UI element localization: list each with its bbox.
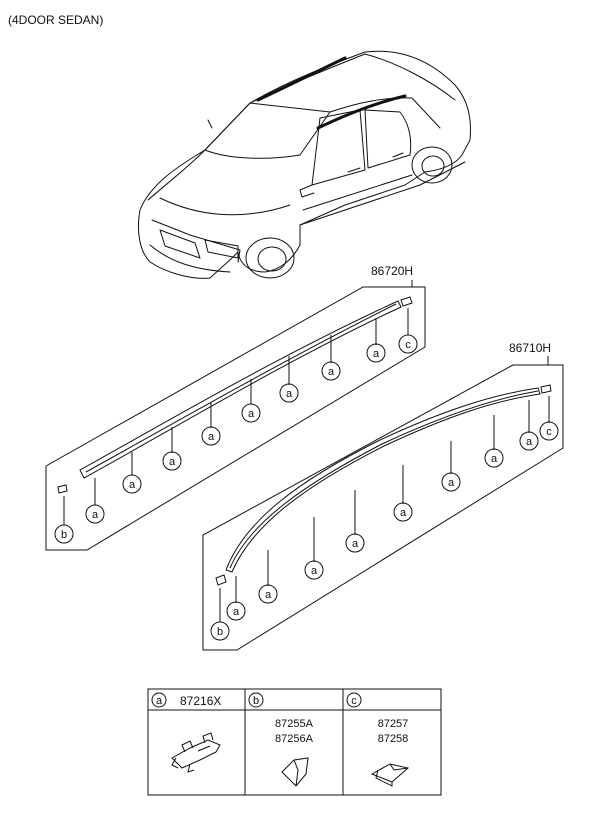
legend-code-c1: 87257 <box>378 718 409 730</box>
callout-a-label: a <box>208 431 215 443</box>
legend-letter-b: b <box>253 695 259 707</box>
upper-callouts: a a a a a a a a c b <box>54 334 418 544</box>
callout-a-label: a <box>233 606 240 618</box>
callout-a-label: a <box>129 479 136 491</box>
callout-a <box>304 560 324 580</box>
legend-cell-b: b 87255A 87256A <box>248 692 314 787</box>
lower-molding-panel: 86710H a a a a <box>202 341 564 651</box>
callout-c-label: c <box>405 339 411 351</box>
upper-panel-outline <box>45 286 426 551</box>
end-cap-lower-b <box>215 574 227 586</box>
callout-a-label: a <box>373 348 380 360</box>
legend-code-b2: 87256A <box>275 733 314 745</box>
callout-a <box>241 403 261 423</box>
callout-a <box>441 472 461 492</box>
legend-letter-a: a <box>156 695 163 707</box>
callout-a-label: a <box>92 509 99 521</box>
legend-code-a: 87216X <box>180 694 221 708</box>
legend-cell-c: c 87257 87258 <box>346 692 410 787</box>
callout-a <box>519 431 539 451</box>
callout-a <box>484 448 504 468</box>
end-cap-upper-c <box>400 296 413 307</box>
legend-border <box>147 688 442 796</box>
legend-code-c2: 87258 <box>378 733 409 745</box>
page-title: (4DOOR SEDAN) <box>8 13 103 27</box>
end-cap-upper-b <box>57 484 68 494</box>
callout-a-label: a <box>526 436 533 448</box>
callout-a <box>393 502 413 522</box>
callout-a <box>162 451 182 471</box>
callout-a <box>85 504 105 524</box>
legend-code-b1: 87255A <box>275 718 314 730</box>
callout-a-label: a <box>248 408 255 420</box>
callout-b <box>54 524 74 544</box>
roof-molding-upper <box>79 300 402 479</box>
callout-c <box>398 334 418 354</box>
callout-a-label: a <box>400 507 407 519</box>
callout-c <box>539 421 559 441</box>
upper-molding-panel: 86720H a a a a <box>45 264 426 551</box>
legend-letter-c: c <box>351 695 357 707</box>
lower-part-number: 86710H <box>509 341 551 355</box>
upper-part-number: 86720H <box>371 264 413 278</box>
callout-a-label: a <box>286 388 293 400</box>
callout-a <box>122 474 142 494</box>
callout-a <box>226 601 246 621</box>
legend-marker-b <box>248 692 264 708</box>
callout-b <box>210 621 230 641</box>
legend-cell-a: a 87216X <box>151 692 221 773</box>
callout-a <box>345 533 365 553</box>
lower-panel-outline <box>202 364 564 651</box>
callout-a <box>201 426 221 446</box>
lower-callouts: a a a a a a a a c b <box>210 421 559 641</box>
upper-clip-leaders <box>63 308 409 525</box>
callout-a-label: a <box>491 453 498 465</box>
callout-a-label: a <box>448 477 455 489</box>
callout-b-label: b <box>217 626 223 638</box>
legend-marker-a <box>151 692 167 708</box>
callout-a-label: a <box>169 456 176 468</box>
parts-legend-table: a 87216X b 87255A 87256A <box>147 688 442 796</box>
callout-a-label: a <box>328 366 335 378</box>
callout-a <box>321 361 341 381</box>
callout-a-label: a <box>265 589 272 601</box>
callout-a <box>366 343 386 363</box>
lower-clip-leaders <box>219 396 550 622</box>
callout-c-label: c <box>546 426 552 438</box>
end-cap-part-illustration <box>281 757 309 787</box>
callout-a-label: a <box>311 565 318 577</box>
callout-a <box>258 584 278 604</box>
callout-b-label: b <box>61 529 67 541</box>
callout-a-label: a <box>352 538 359 550</box>
sedan-illustration <box>137 50 471 279</box>
roof-molding-lower <box>225 387 541 573</box>
end-cap-lower-c <box>540 384 552 394</box>
callout-a <box>279 383 299 403</box>
rear-cap-part-illustration <box>370 763 410 787</box>
clip-part-illustration <box>171 732 221 773</box>
legend-marker-c <box>346 692 362 708</box>
